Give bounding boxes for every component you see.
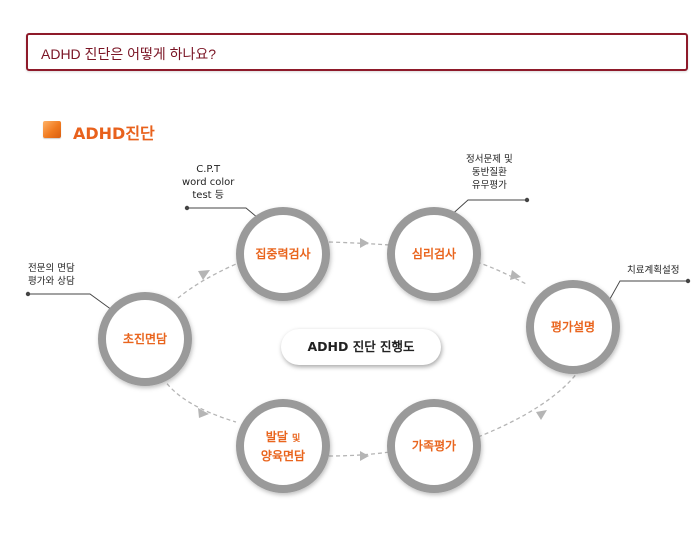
leader-explain	[605, 280, 688, 307]
node-attention-label: 집중력검사	[255, 247, 311, 261]
connector-initial-attention	[177, 263, 237, 299]
node-dev-line2: 양육면담	[260, 449, 306, 463]
node-circle-dev	[236, 399, 330, 493]
leader-initial	[28, 293, 113, 311]
connector-initial-dev	[162, 377, 237, 423]
node-circle-attention	[236, 207, 330, 301]
node-development-interview: 발달 및 양육면담	[241, 429, 325, 465]
annotation-psych: 정서문제 및 동반질환 유무평가	[466, 153, 513, 192]
section-square-icon	[43, 121, 61, 138]
question-text: ADHD 진단은 어떻게 하나요?	[41, 46, 217, 62]
arrowhead-2	[360, 238, 369, 248]
annotation-initial-line2: 평가와 상담	[28, 276, 75, 287]
node-psych-test: 심리검사	[392, 246, 476, 263]
node-family-label: 가족평가	[411, 439, 457, 453]
node-dev-line1: 발달	[265, 430, 288, 444]
connector-dev-family	[328, 451, 391, 457]
annotation-psych-line2: 동반질환	[471, 167, 507, 178]
annotation-initial-line1: 전문의 면담	[28, 263, 75, 274]
arrowhead-3	[510, 270, 521, 280]
node-attention-test: 집중력검사	[241, 246, 325, 263]
node-dev-and: 및	[292, 434, 301, 444]
node-initial-label: 초진면담	[122, 332, 168, 346]
node-circle-explain	[526, 280, 620, 374]
arrowhead-4	[198, 408, 209, 418]
connector-attention-psych	[328, 241, 391, 246]
arrowhead-1	[198, 270, 210, 280]
connector-family-explain	[477, 371, 579, 438]
annotation-attention-line2: word color	[182, 177, 235, 188]
connector-psych-explain	[476, 261, 529, 286]
annotation-attention-line1: C.P.T	[196, 164, 221, 175]
leader-dot-psych	[524, 197, 530, 203]
leader-dot-attention	[184, 205, 190, 211]
node-evaluation-explain: 평가설명	[531, 319, 615, 336]
leader-dot-explain	[685, 278, 691, 284]
node-psych-label: 심리검사	[411, 247, 457, 261]
node-circle-initial	[98, 292, 192, 386]
progress-title-pill: ADHD 진단 진행도	[281, 329, 441, 365]
annotation-explain-line1: 치료계획설정	[627, 265, 680, 276]
node-family-evaluation: 가족평가	[392, 438, 476, 455]
annotation-initial: 전문의 면담 평가와 상담	[28, 262, 75, 288]
node-circle-psych	[387, 207, 481, 301]
annotation-explain: 치료계획설정	[627, 264, 679, 277]
progress-title: ADHD 진단 진행도	[307, 339, 415, 354]
annotation-psych-line3: 유무평가	[471, 180, 507, 191]
question-header: ADHD 진단은 어떻게 하나요?	[26, 33, 688, 71]
leader-dot-initial	[25, 291, 31, 297]
annotation-attention: C.P.T word color test 등	[182, 163, 234, 202]
node-circle-family	[387, 399, 481, 493]
node-explain-label: 평가설명	[550, 320, 596, 334]
arrowhead-6	[536, 410, 547, 420]
section-title: ADHD진단	[73, 124, 155, 143]
arrowhead-5	[360, 451, 369, 461]
annotation-attention-line3: test 등	[192, 190, 224, 201]
node-initial-interview: 초진면담	[103, 331, 187, 348]
leader-attention	[187, 207, 259, 219]
annotation-psych-line1: 정서문제 및	[466, 154, 513, 165]
